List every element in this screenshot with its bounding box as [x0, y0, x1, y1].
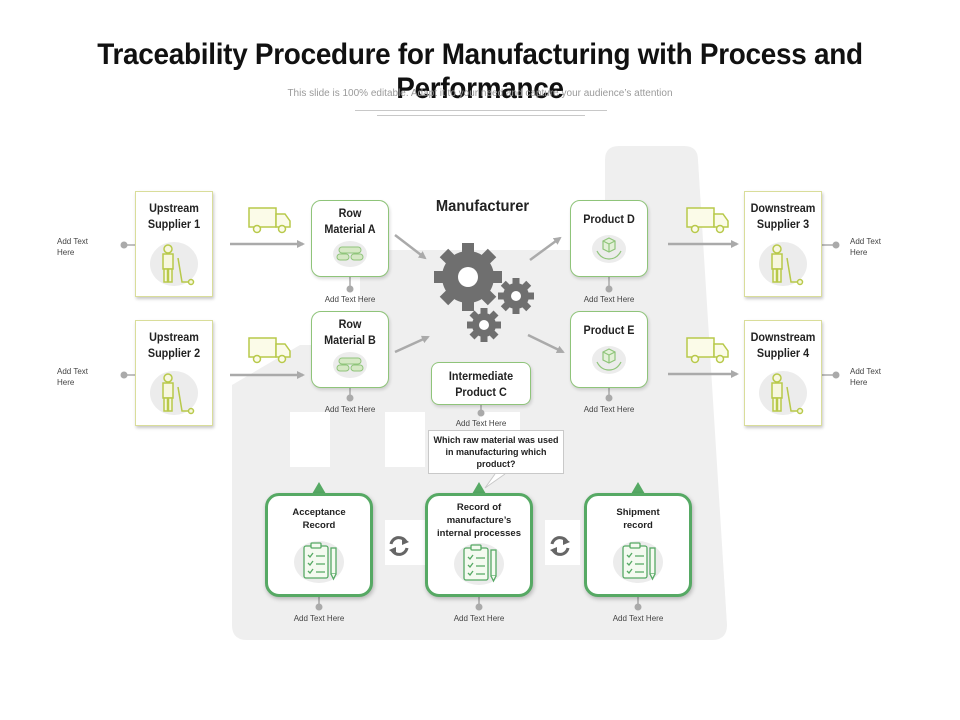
truck-icon — [248, 207, 291, 234]
worker-trolley-icon — [150, 371, 198, 415]
truck-icon — [248, 337, 291, 364]
note-product-e: Add Text Here — [583, 405, 635, 414]
intermediate-product-box: Intermediate Product C — [431, 362, 531, 405]
raw-material-icon — [333, 241, 367, 267]
cycle-arrows-icon — [389, 536, 409, 556]
page-subtitle: This slide is 100% editable. Adapt it to… — [287, 88, 673, 99]
worker-trolley-icon — [759, 242, 807, 286]
page-title: Traceability Procedure for Manufacturing… — [97, 38, 863, 105]
supplier-box-upstream-1: Upstream Supplier 1 — [135, 191, 213, 297]
acceptance-record-box: Acceptance Record — [265, 493, 373, 597]
truck-icon — [686, 207, 729, 234]
clipboard-checklist-icon — [454, 543, 504, 585]
note-product-d: Add Text Here — [583, 295, 635, 304]
product-box-d: Product D — [570, 200, 648, 277]
clipboard-checklist-icon — [294, 541, 344, 583]
gears-icon — [434, 243, 534, 342]
manufacturer-label: Manufacturer — [435, 198, 530, 215]
note-intermediate: Add Text Here — [455, 419, 507, 428]
question-callout: Which raw material was used in manufactu… — [428, 430, 564, 474]
manufacture-process-record-box: Record of manufacture’s internal process… — [425, 493, 533, 597]
note-material-b: Add Text Here — [324, 405, 376, 414]
clipboard-checklist-icon — [613, 541, 663, 583]
supplier-box-upstream-2: Upstream Supplier 2 — [135, 320, 213, 426]
material-box-a: Row Material A — [311, 200, 389, 277]
note-material-a: Add Text Here — [324, 295, 376, 304]
supplier-box-downstream-4: Downstream Supplier 4 — [744, 320, 822, 426]
worker-trolley-icon — [150, 242, 198, 286]
note-shipment: Add Text Here — [612, 614, 664, 623]
raw-material-icon — [333, 352, 367, 378]
note-internal: Add Text Here — [453, 614, 505, 623]
truck-icon — [686, 337, 729, 364]
note-acceptance: Add Text Here — [293, 614, 345, 623]
cycle-arrows-icon — [550, 536, 570, 556]
material-box-b: Row Material B — [311, 311, 389, 388]
shipment-record-box: Shipment record — [584, 493, 692, 597]
subtitle-divider — [355, 110, 607, 111]
product-box-e: Product E — [570, 311, 648, 388]
subtitle-divider — [377, 115, 585, 116]
supplier-box-downstream-3: Downstream Supplier 3 — [744, 191, 822, 297]
worker-trolley-icon — [759, 371, 807, 415]
product-box-icon — [592, 235, 626, 263]
product-box-icon — [592, 346, 626, 374]
